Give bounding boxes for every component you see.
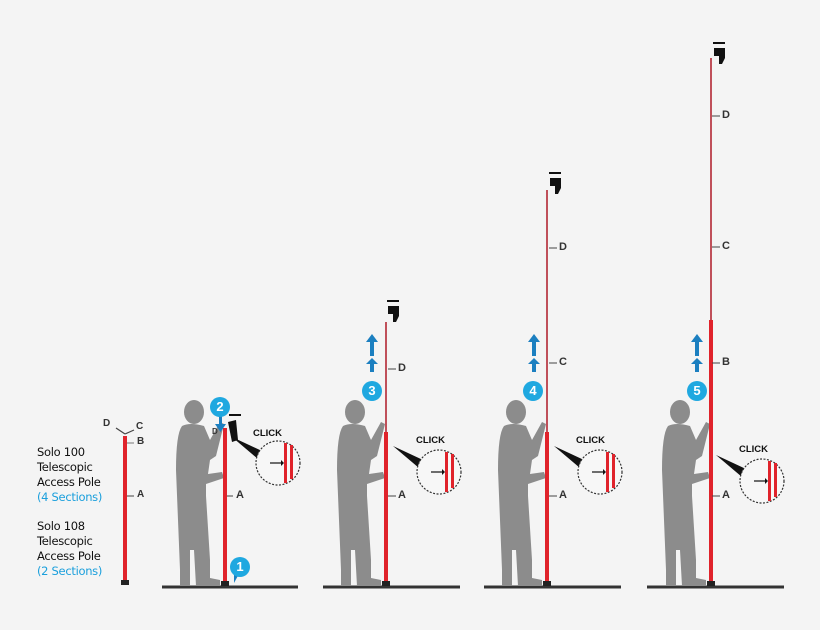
legend-sections: (2 Sections) (37, 564, 103, 578)
click-label: CLICK (416, 435, 446, 446)
section-label-d: D (559, 241, 567, 253)
stage-2-figure (323, 300, 462, 589)
step-badge-3: 3 (362, 381, 382, 401)
section-label-c: C (722, 240, 730, 252)
legend-title: Solo 108 (37, 519, 85, 533)
legend-title: Solo 100 (37, 445, 85, 459)
legend-subtitle: Telescopic (37, 534, 93, 548)
section-label-b: B (722, 356, 730, 368)
step-badge-1: 1 (230, 557, 250, 577)
folded-pole (115, 427, 135, 585)
section-label-a: A (398, 489, 406, 501)
click-label: CLICK (576, 435, 606, 446)
step-badge-4: 4 (523, 381, 543, 401)
step-badge-5: 5 (687, 381, 707, 401)
section-label-c: C (559, 356, 567, 368)
legend-sections: (4 Sections) (37, 490, 103, 504)
stage-4-figure (647, 42, 785, 589)
section-label-c: C (136, 421, 144, 432)
click-label: CLICK (253, 428, 283, 439)
legend-solo-108: Solo 108 Telescopic Access Pole (2 Secti… (37, 519, 102, 579)
legend-subtitle: Access Pole (37, 475, 101, 489)
legend-solo-100: Solo 100 Telescopic Access Pole (4 Secti… (37, 445, 102, 505)
section-label-a: A (137, 489, 145, 500)
section-label-b: B (137, 436, 145, 447)
section-label-a: A (559, 489, 567, 501)
stage-3-figure (484, 172, 623, 589)
step-badge-2: 2 (210, 397, 230, 417)
section-label-d: D (722, 109, 730, 121)
section-label-d: D (212, 427, 218, 436)
legend-subtitle: Access Pole (37, 549, 101, 563)
section-label-d: D (103, 418, 111, 429)
section-label-a: A (722, 489, 730, 501)
legend-subtitle: Telescopic (37, 460, 93, 474)
section-label-a: A (236, 489, 244, 501)
click-label: CLICK (739, 444, 769, 455)
section-label-d: D (398, 362, 406, 374)
